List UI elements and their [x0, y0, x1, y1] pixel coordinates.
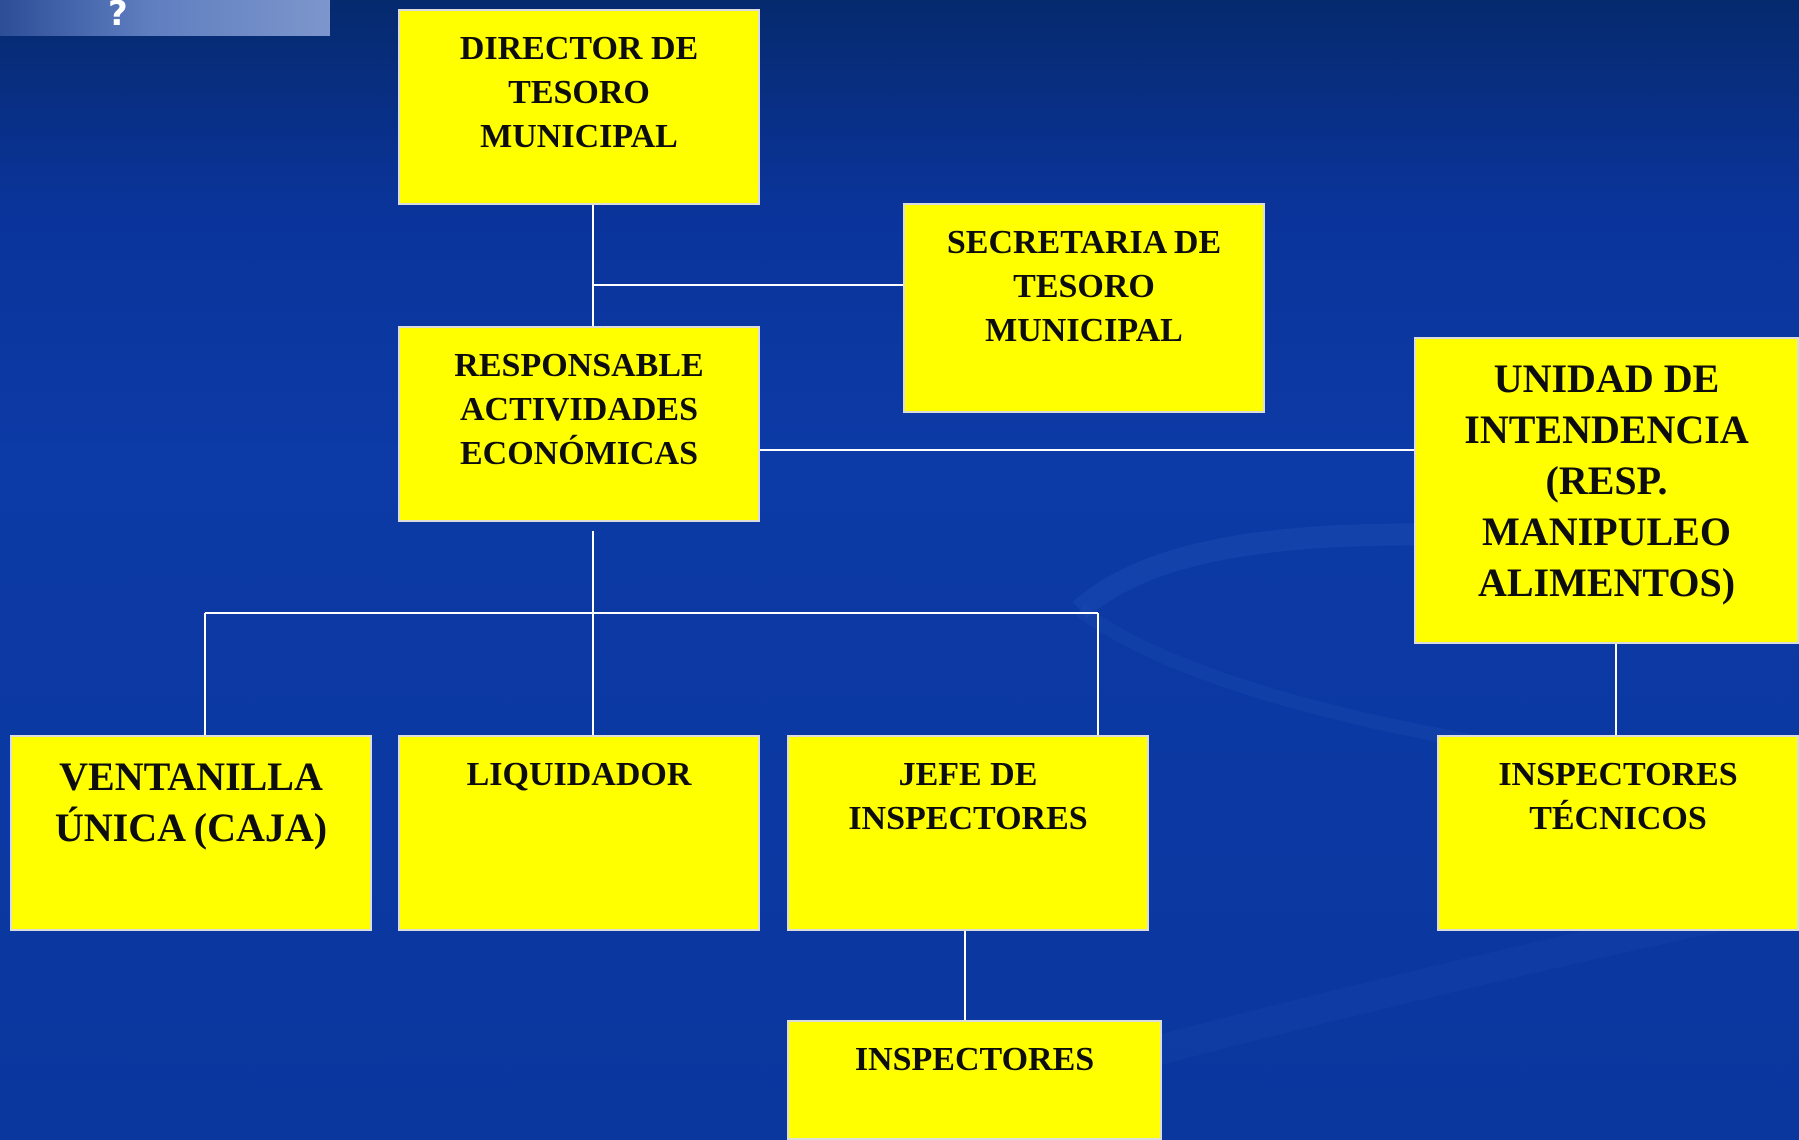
org-box-jefe-inspectores-label: JEFE DE INSPECTORES: [848, 756, 1088, 837]
org-box-responsable: RESPONSABLE ACTIVIDADES ECONÓMICAS: [398, 326, 760, 522]
org-box-ventanilla-label: VENTANILLA ÚNICA (CAJA): [54, 754, 328, 850]
org-box-liquidador: LIQUIDADOR: [398, 735, 760, 931]
org-box-director-label: DIRECTOR DE TESORO MUNICIPAL: [459, 30, 699, 155]
org-box-inspectores-tecnicos: INSPECTORES TÉCNICOS: [1437, 735, 1799, 931]
org-box-secretaria: SECRETARIA DE TESORO MUNICIPAL: [903, 203, 1265, 413]
org-box-inspectores: INSPECTORES: [787, 1020, 1162, 1140]
org-box-ventanilla: VENTANILLA ÚNICA (CAJA): [10, 735, 372, 931]
org-box-unidad-intendencia: UNIDAD DE INTENDENCIA (RESP. MANIPULEO A…: [1414, 337, 1799, 644]
logo-banner: ?: [0, 0, 330, 36]
logo-mark: ?: [108, 0, 128, 34]
org-box-unidad-intendencia-label: UNIDAD DE INTENDENCIA (RESP. MANIPULEO A…: [1464, 356, 1749, 605]
org-box-secretaria-label: SECRETARIA DE TESORO MUNICIPAL: [946, 224, 1222, 349]
org-box-inspectores-tecnicos-label: INSPECTORES TÉCNICOS: [1498, 756, 1738, 837]
org-box-jefe-inspectores: JEFE DE INSPECTORES: [787, 735, 1149, 931]
org-box-inspectores-label: INSPECTORES: [854, 1041, 1095, 1078]
org-box-responsable-label: RESPONSABLE ACTIVIDADES ECONÓMICAS: [454, 347, 704, 472]
org-box-liquidador-label: LIQUIDADOR: [466, 756, 692, 793]
org-box-director: DIRECTOR DE TESORO MUNICIPAL: [398, 9, 760, 205]
